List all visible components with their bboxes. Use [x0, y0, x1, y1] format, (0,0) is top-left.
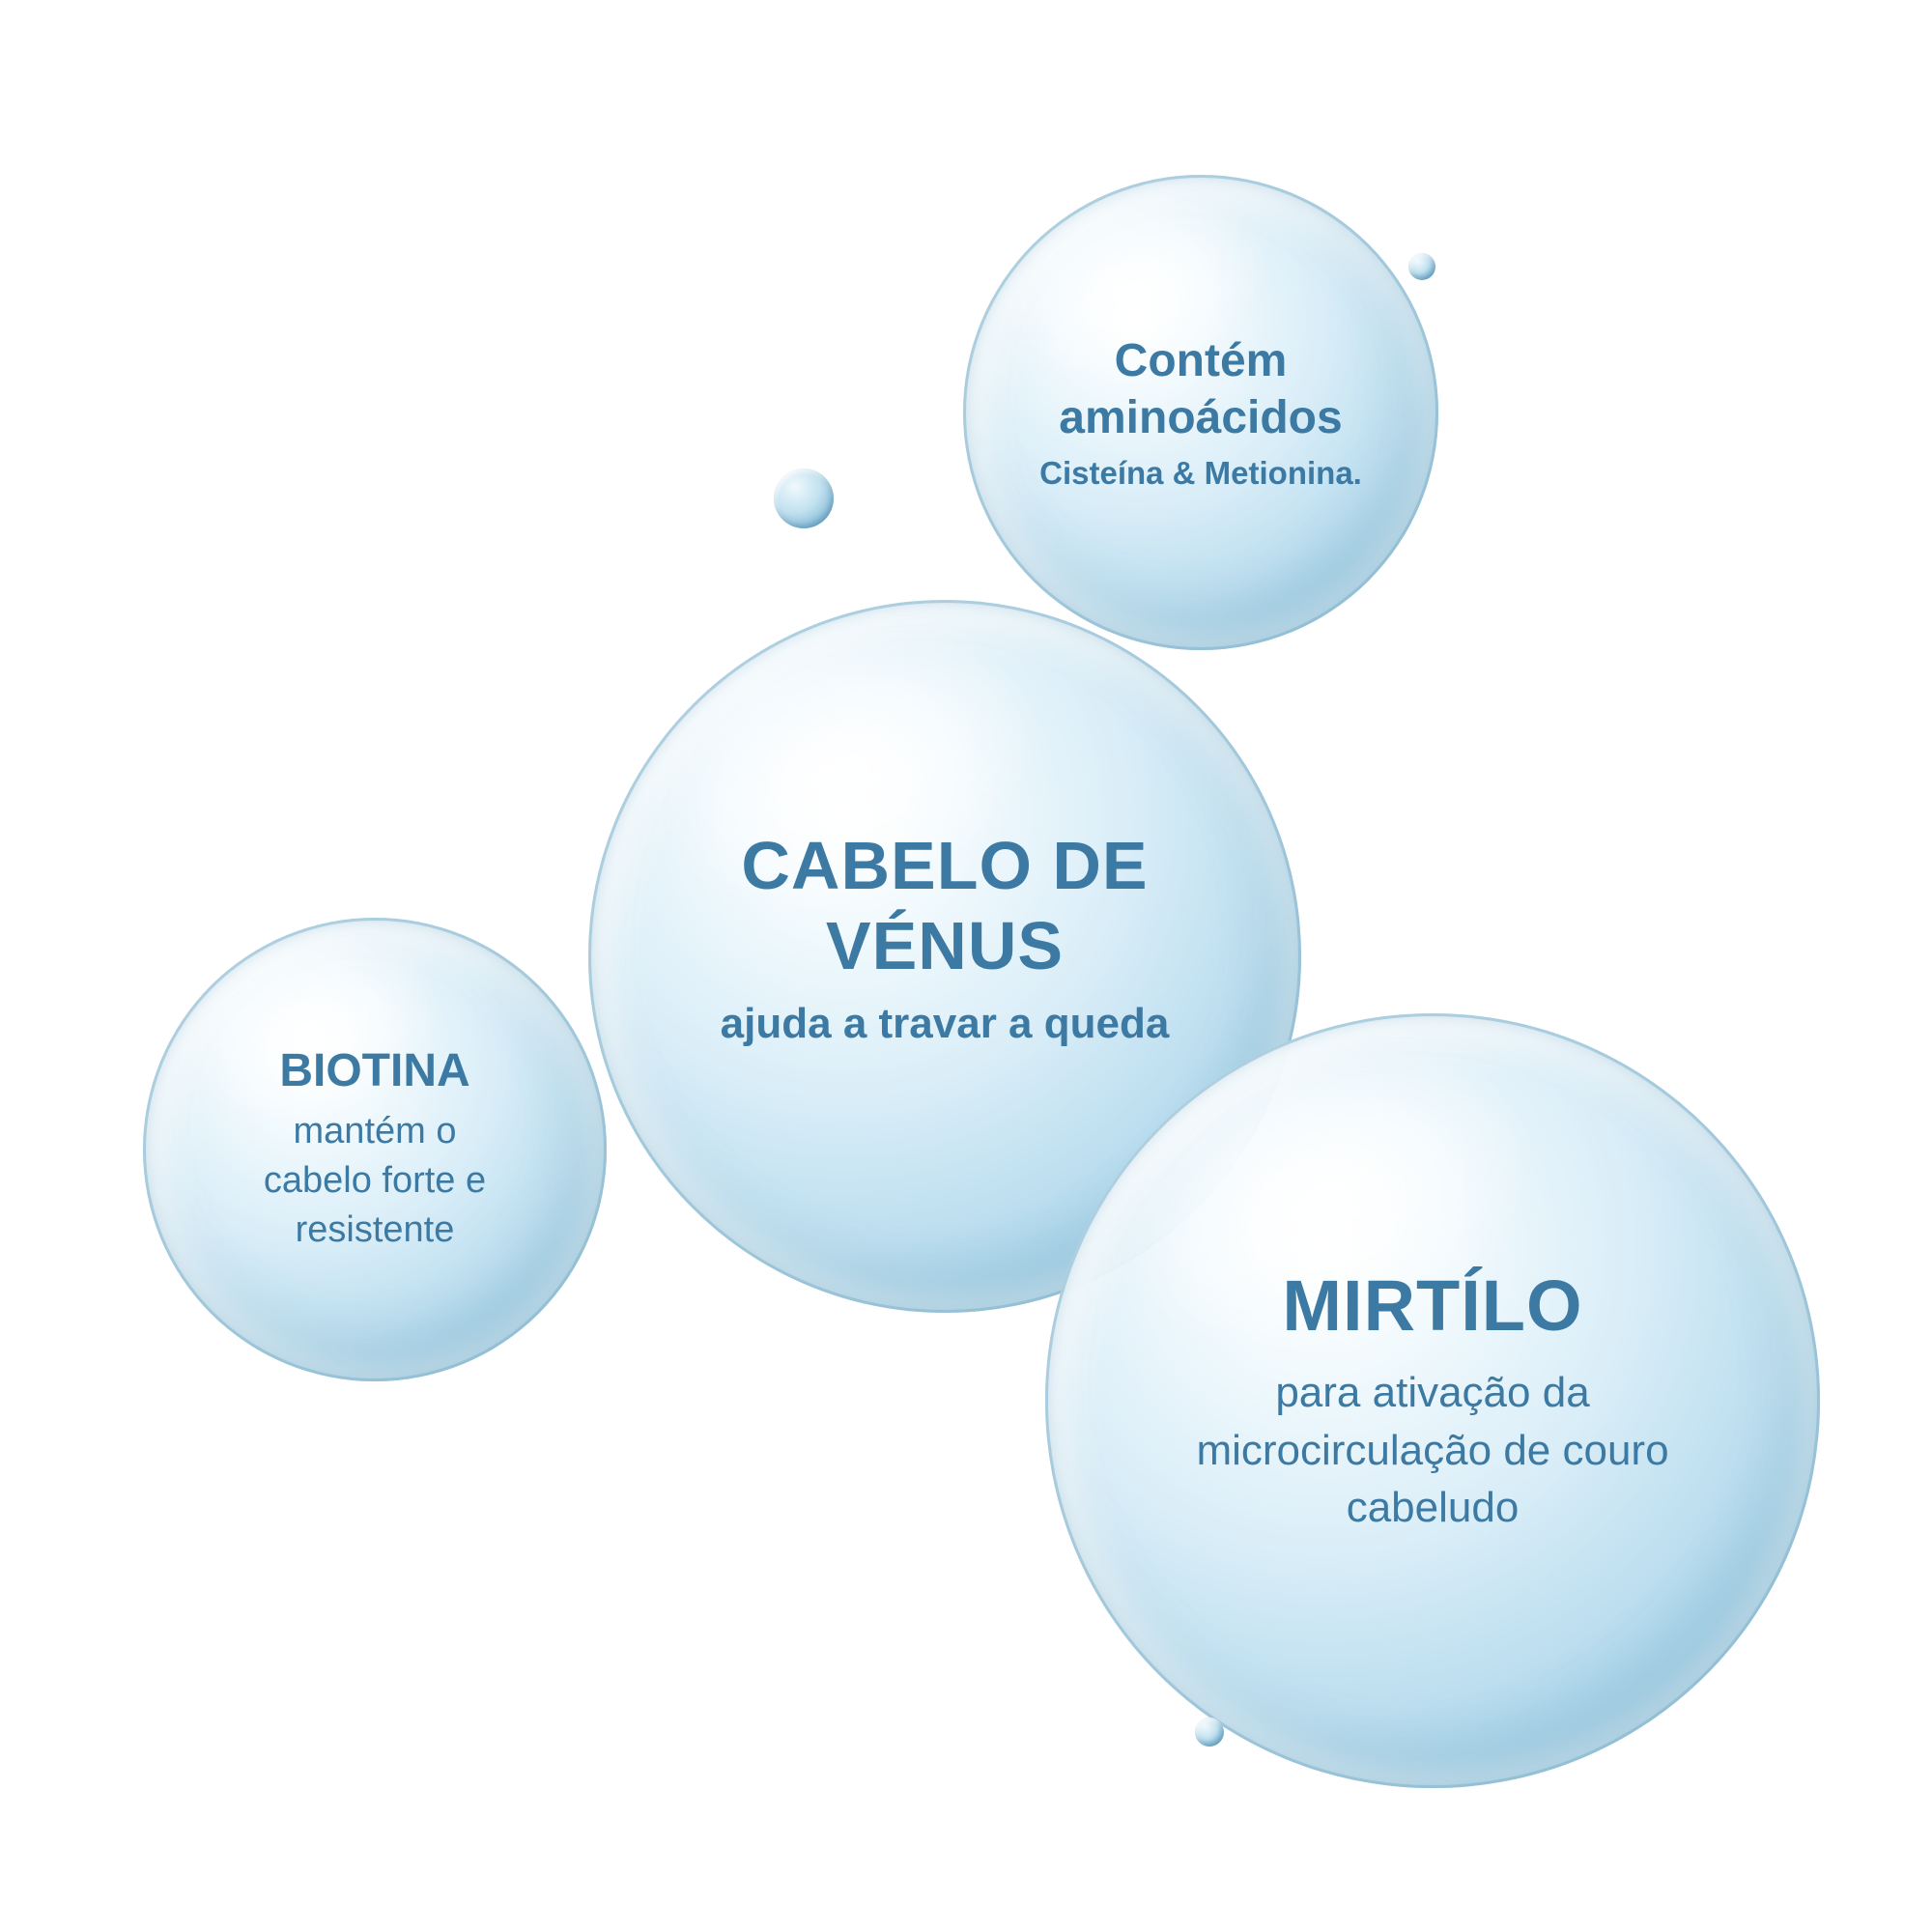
bubble-biotina: BIOTINA mantém o cabelo forte e resisten… — [143, 918, 607, 1381]
aminoacidos-title: Contém aminoácidos — [1059, 335, 1343, 443]
bubble-cabelo-de-venus: CABELO DE VÉNUS ajuda a travar a queda — [588, 600, 1301, 1313]
small-bubble-icon — [1195, 1718, 1224, 1747]
aminoacidos-subtitle: Cisteína & Metionina. — [1039, 454, 1362, 491]
mirtilo-title: MIRTÍLO — [1282, 1265, 1583, 1347]
mirtilo-description: para ativação da microcirculação de cour… — [1196, 1369, 1669, 1532]
biotina-title: BIOTINA — [279, 1044, 470, 1096]
small-bubble-icon — [774, 469, 834, 528]
bubble-aminoacidos-text: Contém aminoácidos Cisteína & Metionina. — [963, 175, 1438, 650]
bubble-cabelo-de-venus-text: CABELO DE VÉNUS ajuda a travar a queda — [588, 600, 1301, 1313]
cabelo-de-venus-subtitle: ajuda a travar a queda — [720, 999, 1170, 1047]
bubble-aminoacidos: Contém aminoácidos Cisteína & Metionina. — [963, 175, 1438, 650]
biotina-description: mantém o cabelo forte e resistente — [263, 1110, 487, 1251]
small-bubble-icon — [1408, 253, 1435, 280]
bubble-mirtilo-text: MIRTÍLO para ativação da microcirculação… — [1045, 1013, 1820, 1788]
bubble-mirtilo: MIRTÍLO para ativação da microcirculação… — [1045, 1013, 1820, 1788]
bubble-biotina-text: BIOTINA mantém o cabelo forte e resisten… — [143, 918, 607, 1381]
cabelo-de-venus-title: CABELO DE VÉNUS — [741, 828, 1149, 983]
